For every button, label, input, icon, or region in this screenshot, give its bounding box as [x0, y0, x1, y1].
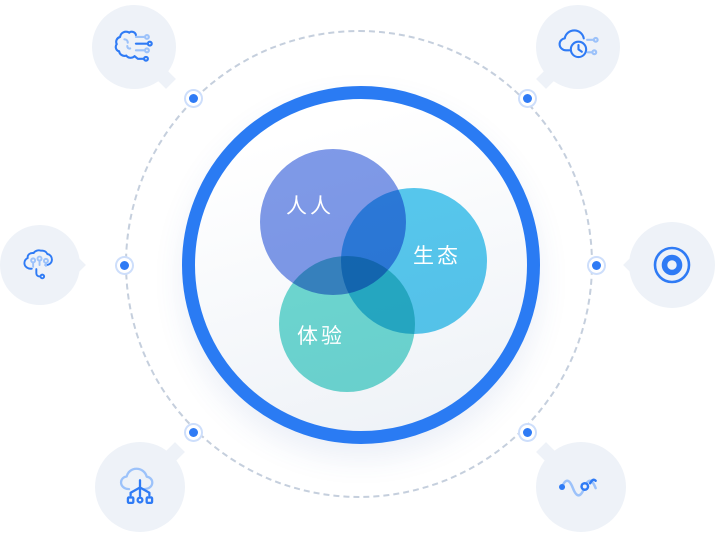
- satellite-bubble-bottom-right: [536, 442, 626, 532]
- signal-wave-icon: [555, 461, 607, 513]
- target-rings-icon: [648, 241, 696, 289]
- orbit-dot-bottom-right: [523, 428, 532, 437]
- cloud-clock-circuit-icon: [555, 24, 601, 70]
- satellite-bubble-bottom-left: [95, 442, 185, 532]
- ai-brain-circuit-icon: [111, 24, 157, 70]
- orbit-dot-top-right: [523, 94, 532, 103]
- venn-label-people: 人人: [286, 195, 334, 218]
- venn-label-ecosystem: 生态: [413, 245, 461, 268]
- venn-circle-experience: [279, 256, 415, 392]
- satellite-bubble-top-right: [536, 5, 620, 89]
- orbit-dot-left: [120, 261, 129, 270]
- satellite-bubble-top-left: [92, 5, 176, 89]
- orbit-dot-bottom-left: [189, 428, 198, 437]
- satellite-bubble-right: [629, 222, 715, 308]
- cloud-circuit-tree-icon: [115, 462, 165, 512]
- venn-label-experience: 体验: [297, 325, 345, 348]
- orbit-dot-right: [592, 261, 601, 270]
- brain-network-icon: [18, 243, 62, 287]
- satellite-bubble-left: [0, 225, 80, 305]
- orbit-dot-top-left: [189, 94, 198, 103]
